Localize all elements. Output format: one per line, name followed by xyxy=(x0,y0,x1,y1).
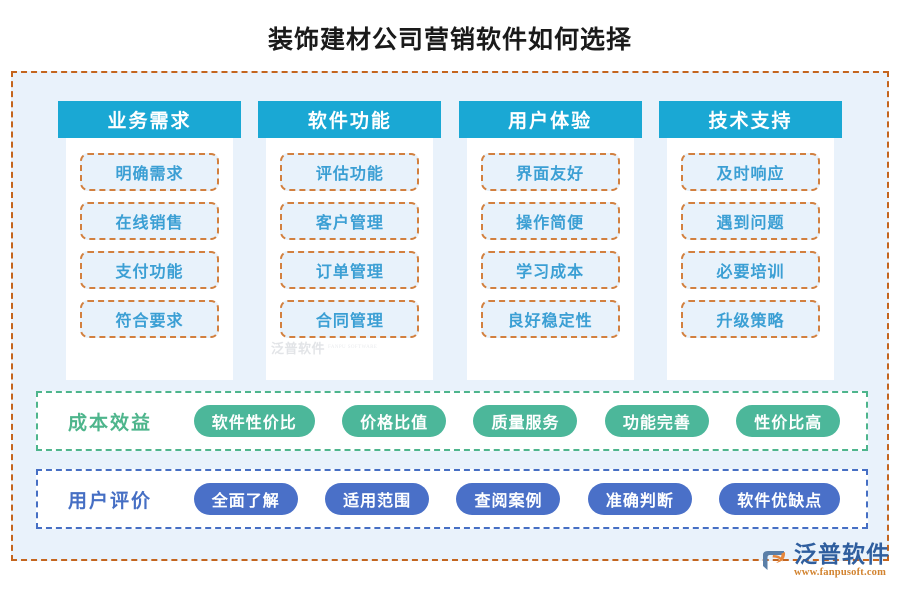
column-item[interactable]: 在线销售 xyxy=(80,202,219,240)
band-pill[interactable]: 软件性价比 xyxy=(193,405,315,437)
column-software-features: 软件功能 评估功能 客户管理 订单管理 合同管理 xyxy=(258,101,442,380)
band-label: 成本效益 xyxy=(68,412,153,434)
diagram-outer-frame: 业务需求 明确需求 在线销售 支付功能 符合要求 软件功能 评估功能 客户管理 … xyxy=(11,71,889,561)
column-business-requirements: 业务需求 明确需求 在线销售 支付功能 符合要求 xyxy=(58,101,241,380)
column-header: 业务需求 xyxy=(58,101,241,138)
column-body: 界面友好 操作简便 学习成本 良好稳定性 xyxy=(466,138,634,380)
band-pill-group: 全面了解 适用范围 查阅案例 准确判断 软件优缺点 xyxy=(180,483,866,515)
band-pill[interactable]: 查阅案例 xyxy=(456,483,561,515)
column-item[interactable]: 合同管理 xyxy=(280,300,420,338)
band-pill[interactable]: 价格比值 xyxy=(342,405,447,437)
column-body: 明确需求 在线销售 支付功能 符合要求 xyxy=(66,138,233,380)
band-pill[interactable]: 功能完善 xyxy=(604,405,709,437)
columns-row: 业务需求 明确需求 在线销售 支付功能 符合要求 软件功能 评估功能 客户管理 … xyxy=(13,73,887,380)
column-body: 及时响应 遇到问题 必要培训 升级策略 xyxy=(666,138,834,380)
band-pill[interactable]: 性价比高 xyxy=(736,405,841,437)
column-header: 用户体验 xyxy=(458,101,642,138)
column-item[interactable]: 支付功能 xyxy=(80,251,219,289)
band-pill[interactable]: 准确判断 xyxy=(587,483,692,515)
column-item[interactable]: 学习成本 xyxy=(480,251,620,289)
column-item[interactable]: 良好稳定性 xyxy=(480,300,620,338)
column-item[interactable]: 订单管理 xyxy=(280,251,420,289)
column-item[interactable]: 符合要求 xyxy=(80,300,219,338)
band-pill[interactable]: 软件优缺点 xyxy=(719,483,841,515)
band-cost-benefit: 成本效益 软件性价比 价格比值 质量服务 功能完善 性价比高 xyxy=(36,391,868,451)
column-item[interactable]: 明确需求 xyxy=(80,153,219,191)
column-item[interactable]: 必要培训 xyxy=(680,251,820,289)
column-item[interactable]: 界面友好 xyxy=(480,153,620,191)
column-technical-support: 技术支持 及时响应 遇到问题 必要培训 升级策略 xyxy=(658,101,842,380)
column-item[interactable]: 及时响应 xyxy=(680,153,820,191)
band-pill-group: 软件性价比 价格比值 质量服务 功能完善 性价比高 xyxy=(180,405,866,437)
column-body: 评估功能 客户管理 订单管理 合同管理 xyxy=(266,138,434,380)
page-title: 装饰建材公司营销软件如何选择 xyxy=(267,27,632,54)
logo-url: www.fanpusoft.com xyxy=(794,567,887,578)
logo-name: 泛普软件 xyxy=(794,542,890,567)
logo-text-wrap: 泛普软件 www.fanpusoft.com xyxy=(794,543,890,579)
band-pill[interactable]: 适用范围 xyxy=(325,483,430,515)
column-item[interactable]: 客户管理 xyxy=(280,202,420,240)
column-item[interactable]: 操作简便 xyxy=(480,202,620,240)
fanpu-logo-icon xyxy=(760,546,790,576)
column-header: 软件功能 xyxy=(258,101,442,138)
band-user-reviews: 用户评价 全面了解 适用范围 查阅案例 准确判断 软件优缺点 xyxy=(36,469,868,529)
column-header: 技术支持 xyxy=(658,101,842,138)
band-pill[interactable]: 质量服务 xyxy=(473,405,578,437)
column-item[interactable]: 遇到问题 xyxy=(680,202,820,240)
band-label: 用户评价 xyxy=(68,490,153,512)
column-item[interactable]: 升级策略 xyxy=(680,300,820,338)
column-item[interactable]: 评估功能 xyxy=(280,153,420,191)
band-pill[interactable]: 全面了解 xyxy=(193,483,298,515)
column-user-experience: 用户体验 界面友好 操作简便 学习成本 良好稳定性 xyxy=(458,101,642,380)
brand-logo[interactable]: 泛普软件 www.fanpusoft.com xyxy=(760,543,890,579)
